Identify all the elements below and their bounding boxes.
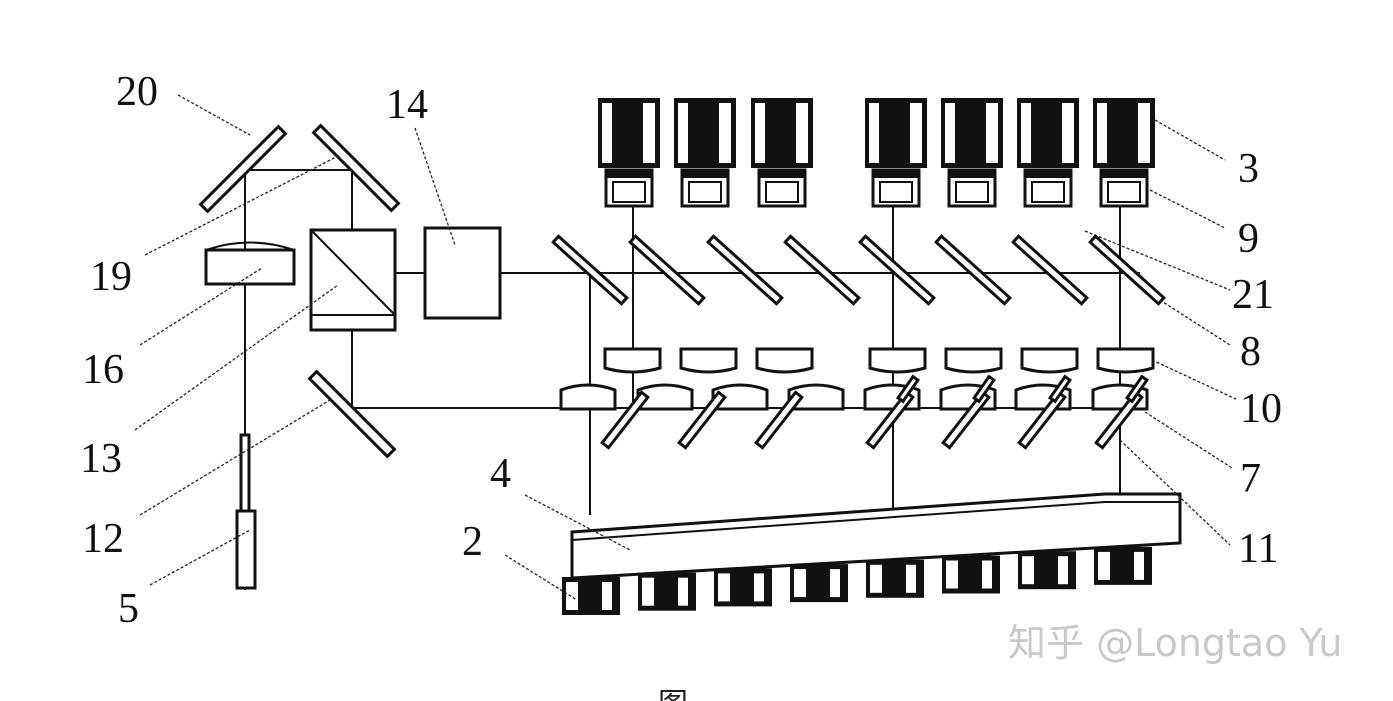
mirror-19 — [311, 123, 401, 213]
lens-10 — [679, 347, 738, 374]
camera-2 — [562, 577, 620, 615]
lens-adapter-9 — [871, 168, 921, 208]
mirror-12 — [307, 369, 397, 459]
camera-2 — [1018, 551, 1076, 590]
mirror-11 — [1017, 390, 1067, 450]
label-10: 10 — [1240, 386, 1282, 432]
camera-2 — [866, 559, 924, 598]
lens-10 — [944, 347, 1003, 374]
leader-lines — [134, 94, 1239, 601]
lens-7 — [711, 383, 769, 411]
lens-10 — [755, 347, 814, 374]
label-19: 19 — [90, 254, 132, 300]
watermark: 知乎 @Longtao Yu — [1008, 621, 1343, 665]
beam-splitter-8 — [1011, 234, 1089, 306]
mirror-11 — [941, 390, 991, 450]
lens-adapter-9 — [1099, 168, 1149, 208]
beam-splitter-8 — [628, 234, 706, 306]
lens-adapter-9 — [680, 168, 730, 208]
camera-2 — [714, 568, 772, 607]
beam-splitter-cube-13 — [309, 228, 397, 332]
mirror-small — [895, 374, 921, 404]
label-14: 14 — [386, 82, 428, 128]
camera-2 — [942, 555, 1000, 594]
mirror-11 — [600, 390, 650, 450]
label-3: 3 — [1238, 146, 1259, 192]
camera-3 — [865, 98, 927, 168]
lens-7 — [787, 383, 845, 411]
beam-splitter-8 — [858, 234, 936, 306]
figure-caption: 图 — [658, 687, 688, 701]
lens-7 — [636, 383, 694, 411]
mirror-11 — [677, 390, 727, 450]
lens-adapter-9 — [757, 168, 807, 208]
lens-adapter-9 — [1023, 168, 1073, 208]
label-4: 4 — [490, 451, 511, 497]
repeated-components — [551, 98, 1166, 615]
camera-3 — [941, 98, 1003, 168]
label-8: 8 — [1240, 329, 1261, 375]
lens-10 — [603, 347, 662, 374]
camera-3 — [1093, 98, 1155, 168]
beam-splitter-8 — [934, 234, 1012, 306]
lens-16 — [204, 241, 296, 286]
reference-labels: 20 14 19 16 13 12 5 4 2 3 9 21 8 10 7 11 — [80, 69, 1282, 632]
mirror-small — [1124, 374, 1150, 404]
lens-10 — [868, 347, 927, 374]
camera-3 — [751, 98, 813, 168]
lens-10 — [1020, 347, 1079, 374]
fiber-5 — [235, 433, 257, 590]
label-20: 20 — [116, 69, 158, 115]
beam-splitter-8 — [1088, 234, 1166, 306]
label-11: 11 — [1238, 526, 1278, 572]
label-13: 13 — [80, 436, 122, 482]
label-5: 5 — [118, 586, 139, 632]
label-7: 7 — [1240, 456, 1261, 502]
label-16: 16 — [82, 347, 124, 393]
beam-splitter-8 — [706, 234, 784, 306]
beam-splitter-8 — [783, 234, 861, 306]
mirror-11 — [865, 390, 915, 450]
mirror-11 — [1094, 390, 1144, 450]
camera-2 — [790, 564, 848, 603]
camera-2 — [1094, 546, 1152, 585]
camera-3 — [1017, 98, 1079, 168]
lens-7 — [559, 383, 617, 411]
mirror-small — [1047, 374, 1073, 404]
camera-3 — [674, 98, 736, 168]
mirror-20 — [198, 124, 288, 214]
camera-3 — [598, 98, 660, 168]
label-9: 9 — [1238, 216, 1259, 262]
lens-adapter-9 — [604, 168, 654, 208]
module-14 — [423, 226, 502, 320]
label-2: 2 — [462, 519, 483, 565]
mirror-small — [971, 374, 997, 404]
mirror-11 — [754, 390, 804, 450]
beam-splitter-8 — [551, 234, 629, 306]
lens-10 — [1096, 347, 1155, 374]
label-21: 21 — [1232, 272, 1274, 318]
camera-2 — [638, 572, 696, 611]
lens-adapter-9 — [947, 168, 997, 208]
prism-4 — [570, 492, 1182, 580]
label-12: 12 — [82, 516, 124, 562]
